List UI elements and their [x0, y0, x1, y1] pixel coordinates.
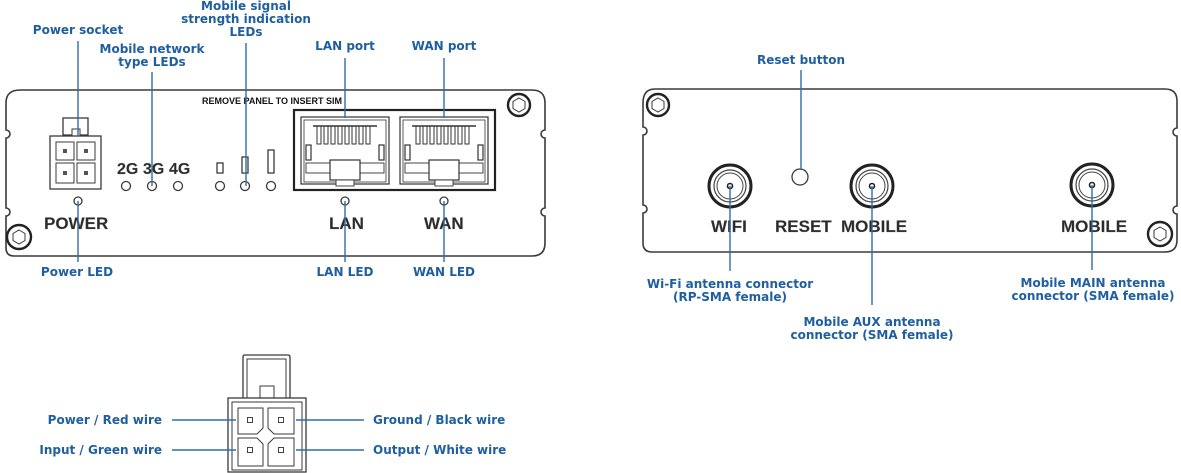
wan-port-icon [399, 116, 489, 187]
mobile-main-silk-label: MOBILE [1061, 217, 1127, 236]
pin-label-power: Power / Red wire [48, 413, 162, 427]
signal-bar-low-icon [216, 162, 224, 174]
pin-label-input: Input / Green wire [39, 443, 162, 457]
mobile-aux-silk-label: MOBILE [841, 217, 907, 236]
callout-mobile-main-line1: Mobile MAIN antenna [1021, 276, 1166, 290]
callout-signal-line3: LEDs [230, 25, 263, 39]
signal-led-2 [239, 180, 251, 192]
pin-label-output: Output / White wire [373, 443, 506, 457]
signal-led-1 [214, 180, 226, 192]
wifi-silk-label: WIFI [711, 217, 747, 236]
power-connector-pinout: Power / Red wire Ground / Black wire Inp… [39, 354, 506, 473]
callout-lan-led: LAN LED [317, 265, 374, 279]
front-callouts: Power socket Mobile network type LEDs Mo… [33, 0, 477, 279]
callout-wifi-line2: (RP-SMA female) [673, 290, 787, 304]
callout-wan-led: WAN LED [413, 265, 475, 279]
callout-reset-button: Reset button [757, 53, 845, 67]
pin-label-ground: Ground / Black wire [373, 413, 505, 427]
callout-mobile-aux-line1: Mobile AUX antenna [803, 315, 940, 329]
reset-button[interactable] [791, 168, 809, 186]
power-socket-icon [49, 117, 102, 190]
back-panel-outline [642, 88, 1178, 253]
back-callouts: Reset button Wi-Fi antenna connector (RP… [647, 53, 1175, 342]
lan-silk-label: LAN [329, 214, 364, 233]
led-label-4g: 4G [169, 161, 190, 178]
callout-signal-line1: Mobile signal [201, 0, 291, 13]
callout-wifi-line1: Wi-Fi antenna connector [647, 277, 813, 291]
screw-icon [5, 223, 33, 251]
power-connector-icon [227, 354, 307, 473]
callout-lan-port: LAN port [315, 39, 375, 53]
led-label-3g: 3G [143, 161, 164, 178]
callout-power-socket: Power socket [33, 23, 124, 37]
signal-led-3 [265, 180, 277, 192]
callout-power-led: Power LED [41, 265, 113, 279]
sim-notice-label: REMOVE PANEL TO INSERT SIM [202, 96, 342, 106]
callout-network-type-line2: type LEDs [118, 55, 185, 69]
led-label-2g: 2G [117, 161, 138, 178]
back-panel: WIFI RESET MOBILE MOBILE [642, 88, 1178, 253]
reset-silk-label: RESET [775, 217, 832, 236]
led-4g [172, 180, 184, 192]
power-silk-label: POWER [44, 214, 108, 233]
signal-bar-mid-icon [241, 156, 249, 174]
signal-bar-high-icon [267, 149, 275, 174]
led-2g [120, 180, 132, 192]
callout-mobile-main-line2: connector (SMA female) [1011, 289, 1174, 303]
lan-port-icon [300, 116, 390, 187]
front-panel: REMOVE PANEL TO INSERT SIM POWER 2G 3G 4… [5, 89, 546, 257]
screw-icon [1146, 220, 1174, 248]
callout-mobile-aux-line2: connector (SMA female) [790, 328, 953, 342]
callout-signal-line2: strength indication [181, 12, 311, 26]
callout-wan-port: WAN port [412, 39, 477, 53]
screw-icon [506, 92, 532, 118]
callout-network-type-line1: Mobile network [100, 42, 206, 56]
screw-icon [645, 92, 671, 118]
